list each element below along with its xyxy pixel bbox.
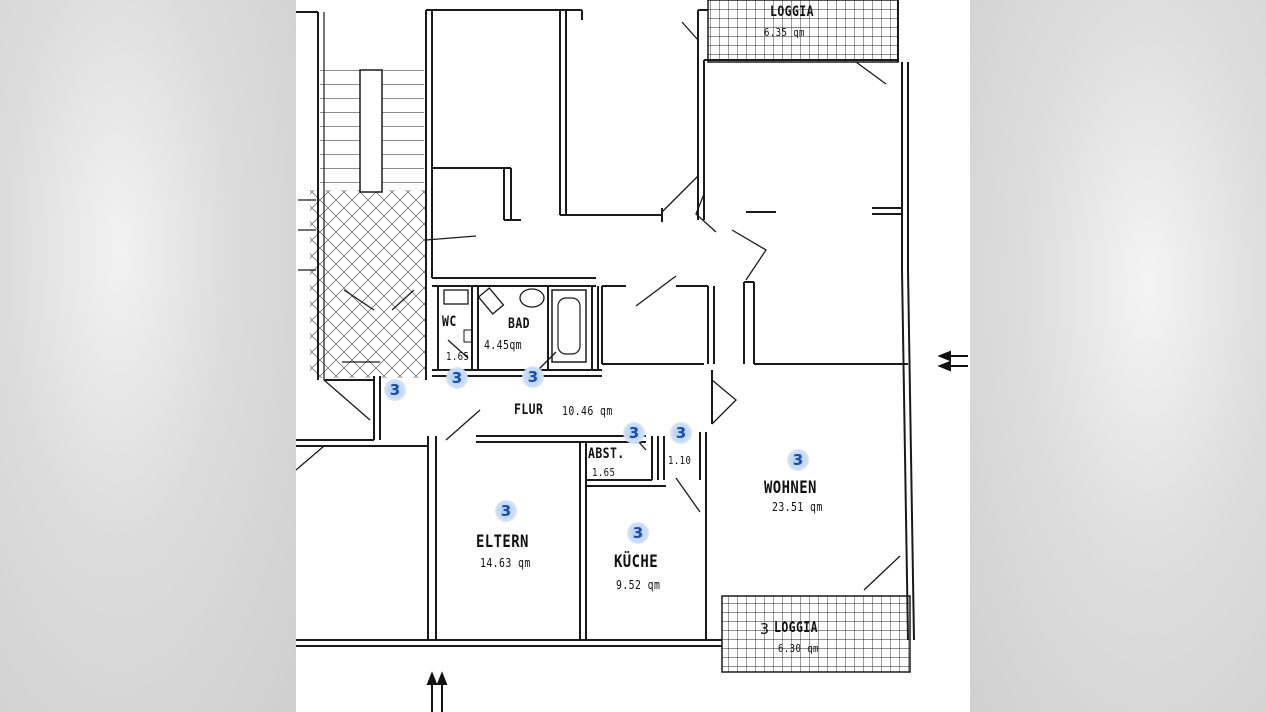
- wc-name: WC: [442, 314, 457, 330]
- flur-name: FLUR: [514, 402, 544, 418]
- stairwell-hatch: [310, 190, 426, 378]
- abst-name: ABST.: [588, 446, 625, 462]
- closet-area: 1.10: [668, 454, 692, 467]
- bathtub: [551, 289, 587, 363]
- floor-plan-drawing: [296, 0, 968, 712]
- flur-area: 10.46 qm: [562, 404, 613, 418]
- kueche-name: KÜCHE: [614, 552, 659, 572]
- eltern-name: ELTERN: [476, 532, 529, 552]
- eltern-area: 14.63 qm: [480, 556, 531, 570]
- loggia-top-hatch: [707, 0, 899, 63]
- blurred-background-right: [970, 0, 1266, 712]
- marker-3: 3: [495, 500, 517, 522]
- marker-3: 3: [384, 379, 406, 401]
- entry-arrows: [426, 350, 968, 712]
- toilet: [443, 289, 469, 305]
- loggia-bottom-name: LOGGIA: [774, 620, 818, 636]
- marker-3: 3: [670, 422, 692, 444]
- loggia-bottom-prefix: 3: [760, 620, 770, 638]
- floor-plan: LOGGIA 6.35 qm WC 1.65 BAD 4.45qm FLUR 1…: [296, 0, 970, 712]
- wc-area: 1.65: [446, 350, 470, 363]
- marker-3: 3: [627, 522, 649, 544]
- bad-name: BAD: [508, 316, 530, 332]
- abst-area: 1.65: [592, 466, 616, 479]
- kueche-area: 9.52 qm: [616, 578, 661, 592]
- marker-3: 3: [446, 367, 468, 389]
- loggia-top-name: LOGGIA: [770, 4, 814, 20]
- marker-3: 3: [787, 449, 809, 471]
- bad-area: 4.45qm: [484, 338, 523, 352]
- sink: [519, 288, 545, 308]
- marker-3: 3: [623, 422, 645, 444]
- wohnen-area: 23.51 qm: [772, 500, 823, 514]
- wohnen-name: WOHNEN: [764, 478, 817, 498]
- blurred-background-left: [0, 0, 296, 712]
- loggia-top-area: 6.35 qm: [764, 26, 805, 39]
- marker-3: 3: [522, 366, 544, 388]
- loggia-bottom-hatch: [721, 595, 911, 673]
- loggia-bottom-area: 6.30 qm: [778, 642, 819, 655]
